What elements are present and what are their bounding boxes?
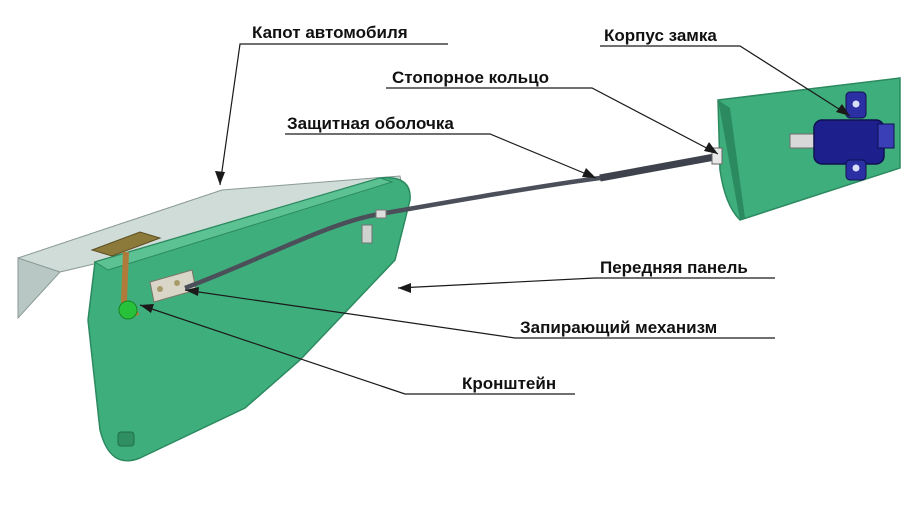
label-hood: Капот автомобиля (252, 23, 408, 42)
label-stop-ring: Стопорное кольцо (392, 68, 549, 87)
label-bracket: Кронштейн (462, 374, 556, 393)
protective-sheath (599, 152, 721, 182)
bracket (90, 231, 162, 320)
lock-body (789, 91, 895, 181)
cable-clip (361, 224, 373, 244)
locking-mechanism (149, 269, 197, 303)
front-panel (87, 176, 411, 462)
leader-lines (139, 43, 851, 395)
label-protective-sheath: Защитная оболочка (287, 114, 454, 133)
label-lock-body: Корпус замка (604, 26, 717, 45)
panel-hole (117, 431, 135, 447)
label-front-panel: Передняя панель (600, 258, 748, 277)
stop-ring (711, 147, 723, 165)
label-locking-mechanism: Запирающий механизм (520, 318, 717, 337)
